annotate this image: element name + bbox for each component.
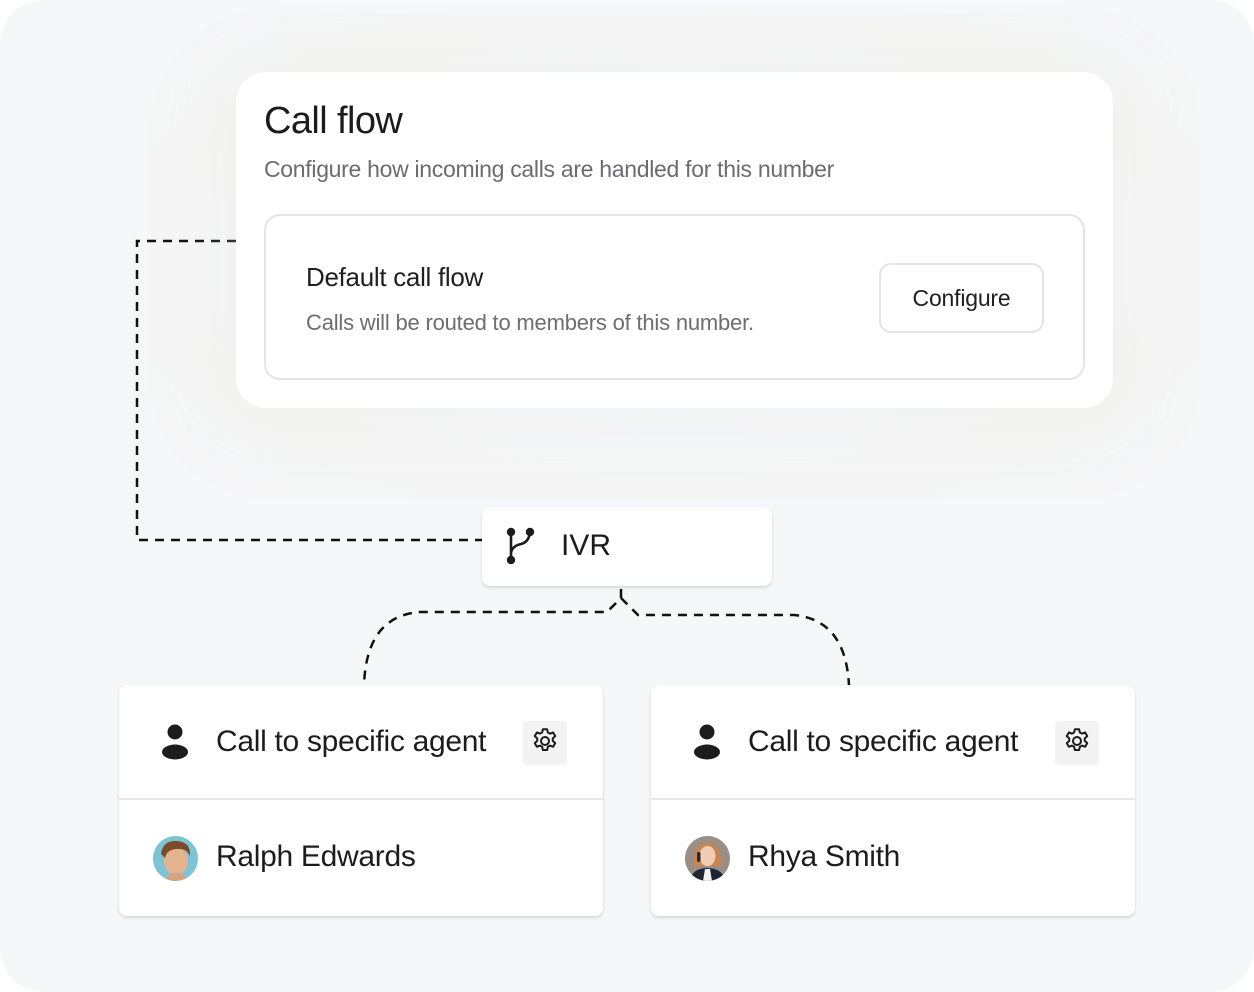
connector-ivr-to-left-agent — [362, 589, 623, 687]
avatar — [153, 836, 198, 881]
agent-card-body: Rhya Smith — [651, 802, 1135, 916]
gear-icon — [1062, 726, 1092, 761]
agent-settings-button[interactable] — [523, 721, 567, 765]
agent-card-ralph[interactable]: Call to specific agent Ralph — [119, 685, 603, 916]
git-branch-icon — [505, 527, 537, 567]
default-call-flow-card: Default call flow Calls will be routed t… — [264, 214, 1085, 380]
agent-settings-button[interactable] — [1055, 721, 1099, 765]
configure-button[interactable]: Configure — [879, 263, 1044, 333]
agent-type-label: Call to specific agent — [748, 725, 1019, 758]
agent-card-header: Call to specific agent — [651, 685, 1135, 800]
ivr-node[interactable]: IVR — [482, 507, 772, 586]
connector-ivr-to-right-agent — [620, 597, 851, 687]
agent-card-body: Ralph Edwards — [119, 802, 603, 916]
agent-card-rhya[interactable]: Call to specific agent — [651, 685, 1135, 916]
default-flow-title: Default call flow — [306, 262, 483, 292]
person-icon — [692, 723, 722, 761]
agent-name: Ralph Edwards — [216, 840, 416, 873]
default-flow-description: Calls will be routed to members of this … — [306, 310, 754, 335]
page-title: Call flow — [264, 100, 403, 142]
call-flow-card: Call flow Configure how incoming calls a… — [236, 72, 1113, 408]
agent-type-label: Call to specific agent — [216, 725, 487, 758]
avatar — [685, 836, 730, 881]
agent-name: Rhya Smith — [748, 840, 901, 873]
gear-icon — [530, 726, 560, 761]
person-icon — [160, 723, 190, 761]
ivr-label: IVR — [561, 529, 612, 562]
agent-card-header: Call to specific agent — [119, 685, 603, 800]
page-subtitle: Configure how incoming calls are handled… — [264, 156, 835, 182]
